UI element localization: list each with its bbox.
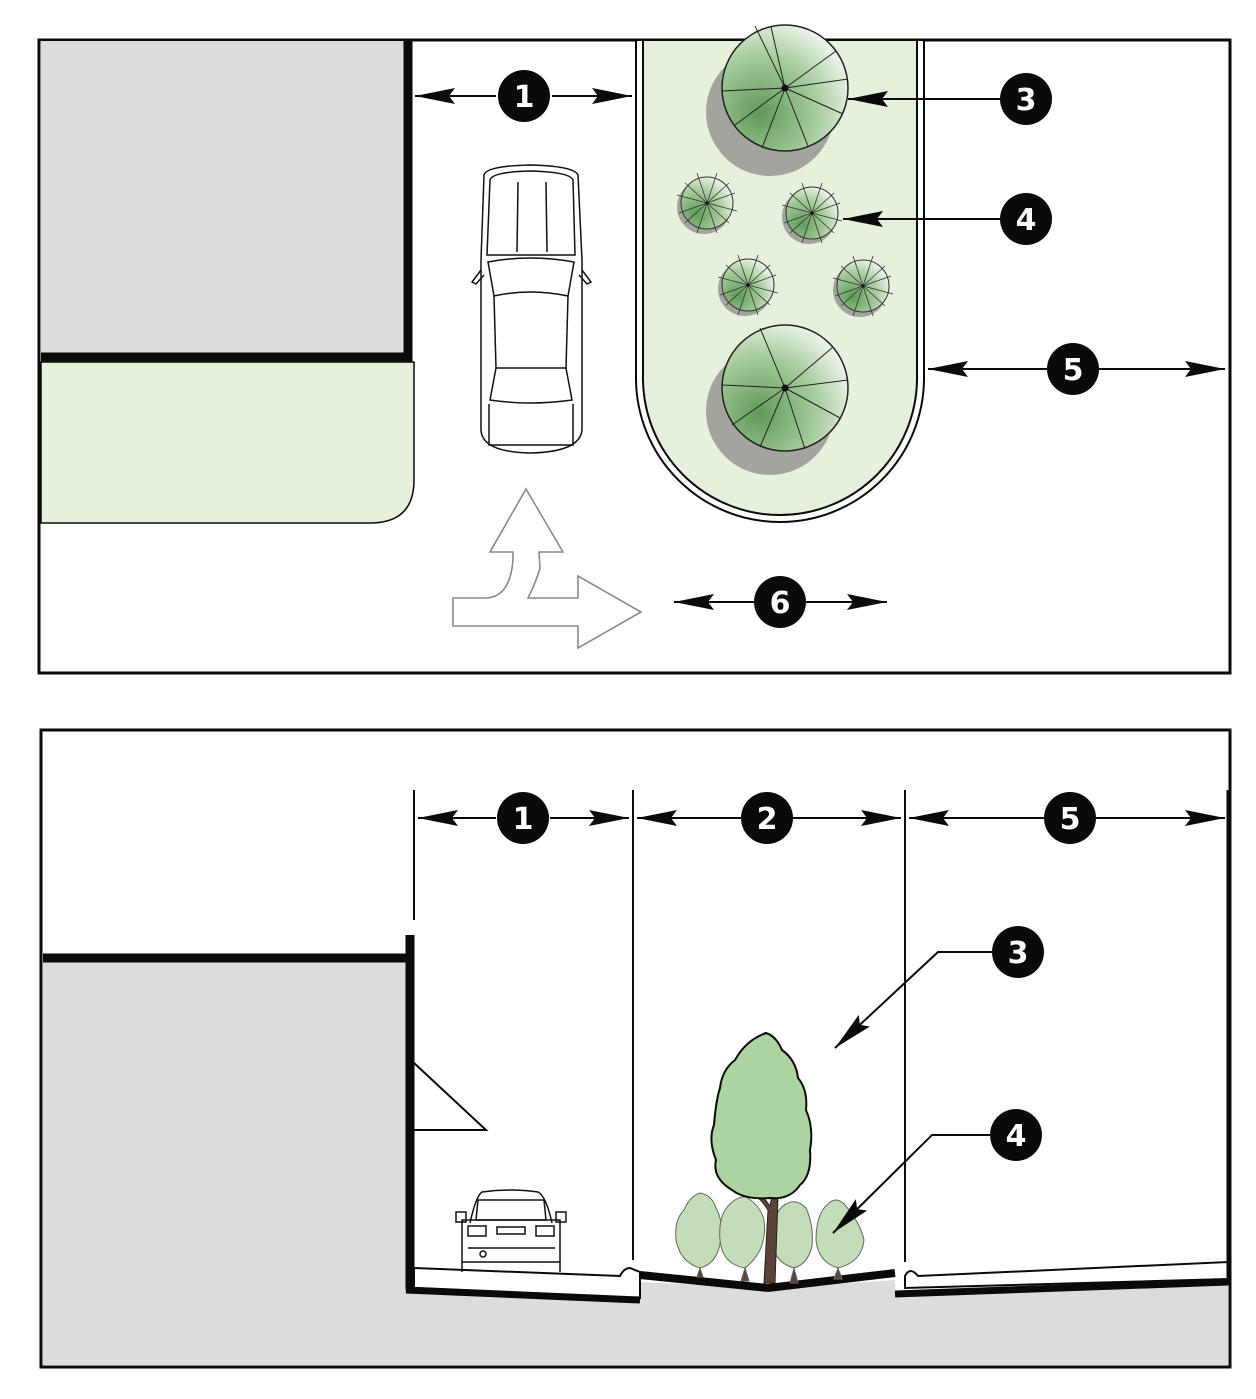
plan-shrub-icon [781,182,843,244]
callout-badge [1047,343,1099,395]
plan-car-icon [470,164,593,454]
plan-building [41,41,408,354]
callout-badge [498,70,550,122]
callout-number: 3 [1008,936,1029,971]
plan-planting-strip [40,361,415,524]
section-dimension-1: 1 [418,792,629,844]
section-tree-icon [710,1031,813,1284]
callout-badge [1000,193,1052,245]
plan-dimension-1: 1 [415,70,632,122]
section-dimension-5: 5 [909,792,1225,844]
callout-number: 5 [1060,802,1081,837]
plan-dimension-6: 6 [674,576,887,628]
plan-shrub-icon [832,255,894,317]
section-awning [413,1062,489,1131]
plan-tree-large-icon [706,24,849,176]
plan-panel: 1 3 4 5 6 [37,24,1232,675]
callout-badge [990,1109,1042,1161]
section-dimension-2: 2 [637,792,901,844]
callout-number: 4 [1016,203,1037,238]
callout-badge [992,926,1044,978]
section-ground [43,958,1228,1365]
callout-badge [741,792,793,844]
callout-badge [1000,73,1052,125]
callout-number: 4 [1006,1119,1027,1154]
plan-shrub-icon [717,254,779,316]
callout-number: 2 [757,802,778,837]
section-median-ground [639,1269,896,1293]
plan-leader-3: 3 [848,73,1052,125]
section-leader-4: 4 [832,1109,1042,1234]
callout-badge [497,792,549,844]
plan-turn-arrow-icon [452,487,643,650]
plan-building-wall [41,41,413,362]
callout-number: 1 [514,80,535,115]
section-leader-3: 3 [834,926,1044,1049]
section-road-slab [405,1286,641,1304]
plan-tree-large-icon [706,324,849,475]
plan-leader-4: 4 [843,193,1052,245]
callout-number: 6 [770,586,791,621]
section-car-icon [455,1189,567,1272]
callout-badge [1044,792,1096,844]
section-panel: 1 2 5 3 4 [39,728,1232,1369]
section-far-slab [894,1278,1229,1298]
callout-number: 5 [1063,353,1084,388]
callout-number: 1 [513,802,534,837]
callout-badge [754,576,806,628]
callout-number: 3 [1016,83,1037,118]
plan-shrub-icon [676,172,738,234]
plan-dimension-5: 5 [928,343,1225,395]
